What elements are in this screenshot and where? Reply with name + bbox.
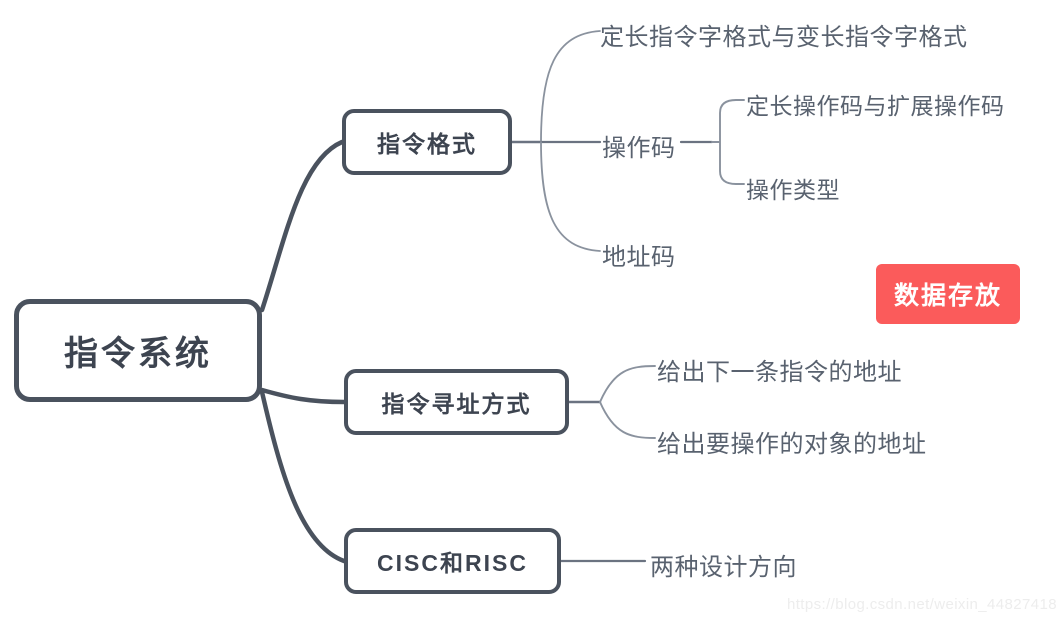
bracket-opcode-children bbox=[711, 99, 745, 185]
branch-label-cisc-risc: CISC和RISC bbox=[377, 550, 528, 576]
trunk-to-addressing-mode bbox=[259, 387, 347, 405]
leaf-operation-type[interactable]: 操作类型 bbox=[746, 177, 840, 203]
leaf-opcode[interactable]: 操作码 bbox=[602, 135, 676, 162]
branch-label-instruction-format: 指令格式 bbox=[377, 131, 477, 157]
link-to-address-code bbox=[540, 141, 601, 252]
leaf-fixed-variable-instruction-word-format[interactable]: 定长指令字格式与变长指令字格式 bbox=[600, 24, 968, 51]
trunk-to-cisc-risc bbox=[259, 389, 347, 564]
branch-label-addressing-mode: 指令寻址方式 bbox=[381, 391, 532, 417]
leaf-next-instruction-address[interactable]: 给出下一条指令的地址 bbox=[657, 359, 902, 386]
leaf-fixed-extended-opcode[interactable]: 定长操作码与扩展操作码 bbox=[746, 93, 1005, 119]
status-badge-label: 数据存放 bbox=[893, 282, 1002, 310]
branch-node-addressing-mode[interactable]: 指令寻址方式 bbox=[344, 369, 569, 435]
link-to-fixed-variable-format bbox=[540, 30, 601, 143]
branch-node-instruction-format[interactable]: 指令格式 bbox=[342, 109, 512, 175]
link-to-next-instruction-address bbox=[599, 365, 656, 403]
leaf-two-design-directions[interactable]: 两种设计方向 bbox=[650, 554, 797, 581]
trunk-to-instruction-format bbox=[259, 139, 345, 313]
root-node-label: 指令系统 bbox=[64, 335, 212, 373]
status-badge-data-storage[interactable]: 数据存放 bbox=[876, 264, 1020, 324]
leaf-operand-address[interactable]: 给出要操作的对象的地址 bbox=[657, 431, 927, 458]
leaf-address-code[interactable]: 地址码 bbox=[602, 244, 676, 271]
watermark: https://blog.csdn.net/weixin_44827418 bbox=[787, 596, 1057, 613]
root-node[interactable]: 指令系统 bbox=[14, 299, 262, 402]
link-to-operand-address bbox=[599, 401, 656, 439]
branch-node-cisc-risc[interactable]: CISC和RISC bbox=[344, 528, 561, 594]
